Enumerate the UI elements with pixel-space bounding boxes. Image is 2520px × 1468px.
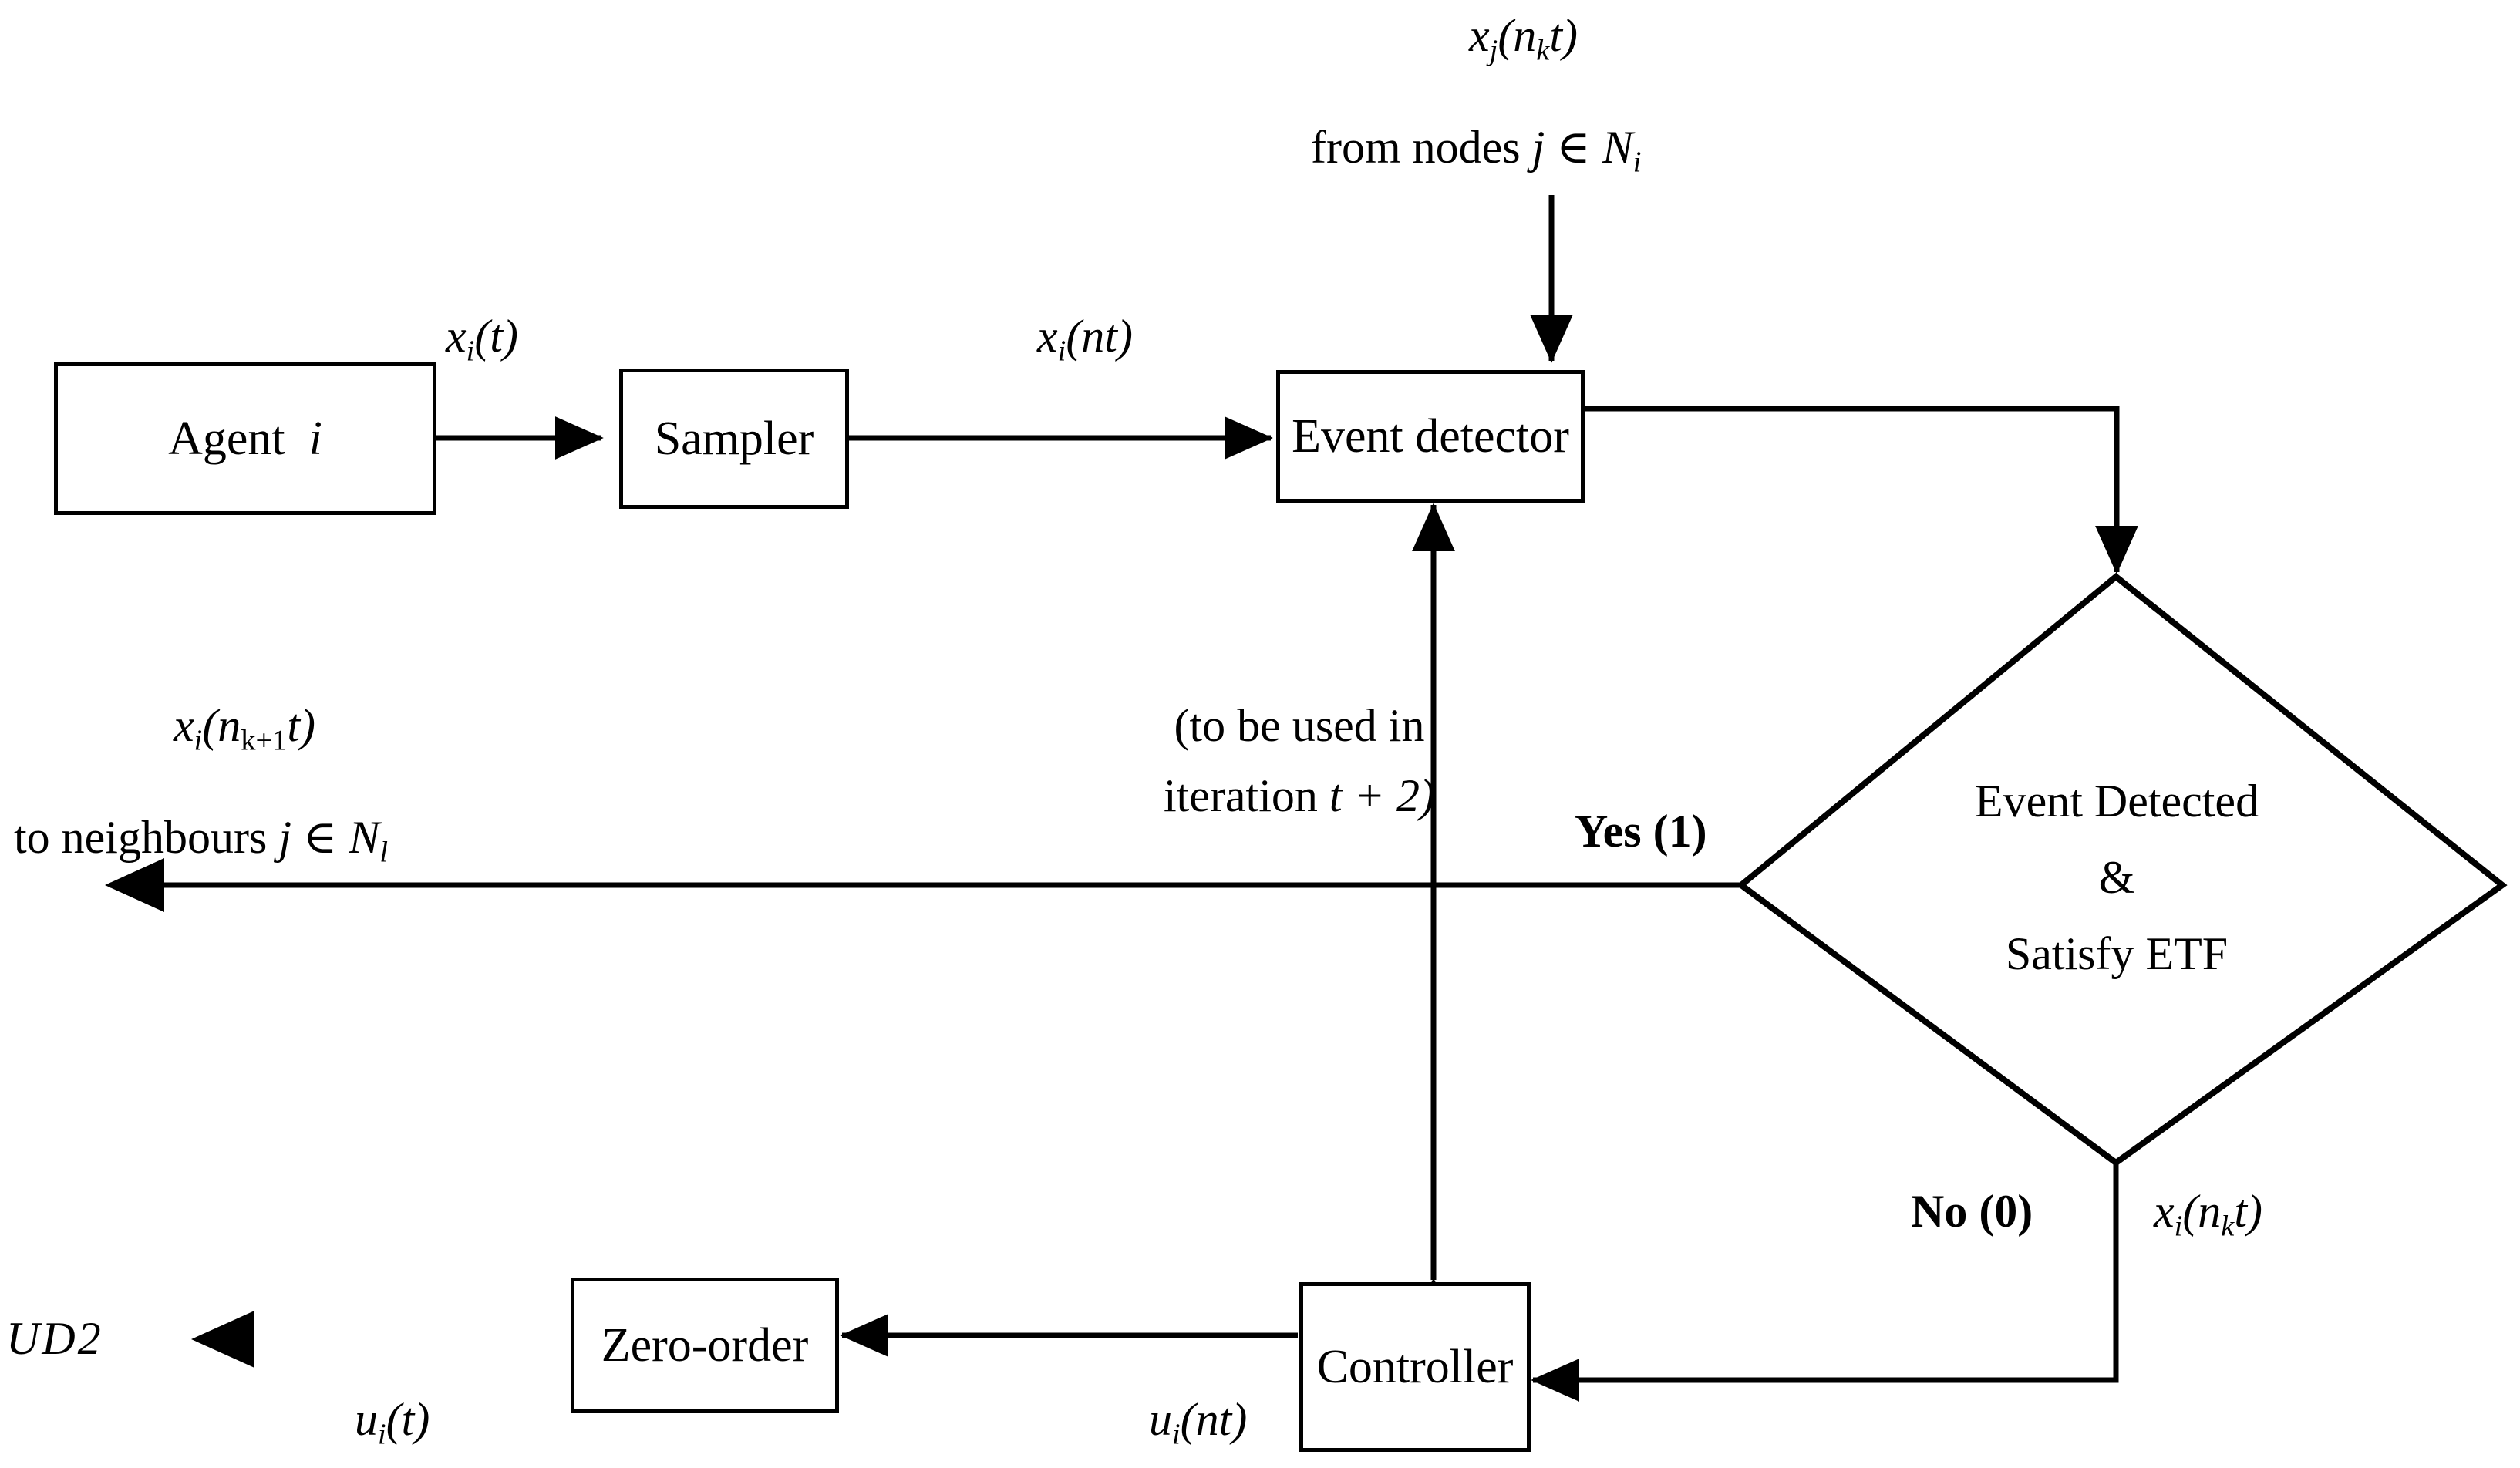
decision-line-1: Event Detected: [1974, 776, 2259, 827]
label-no-branch-signal: xi(nkt): [2154, 1186, 2262, 1243]
node-agent[interactable]: Agent i: [54, 362, 436, 515]
node-controller[interactable]: Controller: [1299, 1282, 1531, 1452]
node-controller-label: Controller: [1316, 1340, 1514, 1393]
label-no-branch: No (0): [1911, 1186, 2033, 1237]
node-zero-order-hold[interactable]: Zero-order: [571, 1278, 839, 1413]
node-zero-order-hold-label: Zero-order: [601, 1318, 809, 1372]
label-zoh-to-output-signal: ui(t): [355, 1394, 430, 1451]
node-event-detector[interactable]: Event detector: [1276, 370, 1585, 503]
node-event-detector-label: Event detector: [1292, 409, 1569, 463]
edge-detector-to-decision: [1585, 406, 2138, 574]
node-sampler[interactable]: Sampler: [619, 369, 849, 509]
label-output-ud2: UD2: [6, 1313, 103, 1364]
decision-diamond-text: Event Detected & Satisfy ETF: [1797, 763, 2437, 992]
label-neighbour-input-source: from nodes j ∈ Ni: [1311, 122, 1642, 179]
label-agent-to-sampler-signal: xi(t): [446, 311, 518, 368]
edge-zoh-to-output: [191, 1311, 571, 1368]
decision-line-3: Satisfy ETF: [2005, 928, 2229, 979]
label-feedback-note: (to be used in iteration t + 2): [1095, 698, 1504, 824]
decision-line-2: &: [2098, 852, 2135, 903]
label-feedback-note-line2: iteration t + 2): [1163, 770, 1436, 822]
label-yes-branch: Yes (1): [1575, 806, 1707, 857]
node-sampler-label: Sampler: [654, 412, 814, 465]
label-sampler-to-detector-signal: xi(nt): [1037, 311, 1133, 368]
label-controller-to-zoh-signal: ui(nt): [1149, 1394, 1248, 1451]
label-broadcast-signal: xi(nk+1t): [174, 700, 315, 757]
node-agent-label: Agent i: [168, 412, 322, 465]
label-neighbour-input-signal: xj(nkt): [1469, 10, 1578, 67]
label-broadcast-destination: to neighbours j ∈ Nl: [14, 812, 389, 869]
label-feedback-note-line1: (to be used in: [1174, 700, 1425, 751]
